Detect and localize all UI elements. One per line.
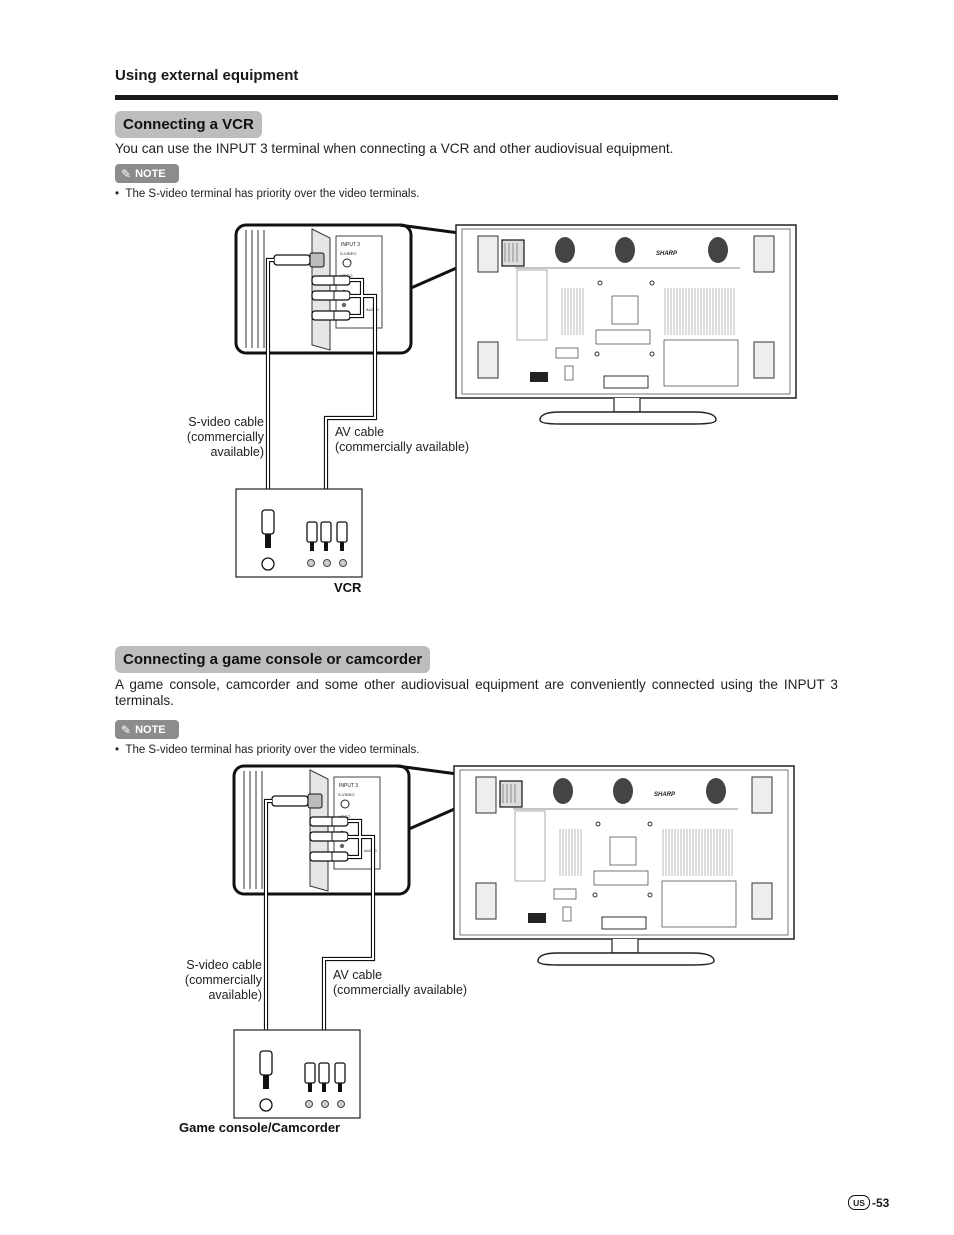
tv-rear-panel: SHARP bbox=[455, 224, 797, 425]
input3-panel-label: INPUT 3 bbox=[341, 242, 360, 248]
section-header: Using external equipment bbox=[115, 67, 299, 84]
svg-text:S-VIDEO: S-VIDEO bbox=[338, 792, 354, 797]
game-intro-text: A game console, camcorder and some other… bbox=[115, 677, 838, 708]
terminal-zoom-callout: INPUT 3 S-VIDEO VIDEO AUDIO bbox=[234, 223, 413, 355]
game-svideo-cable-caption: S-video cable (commercially available) bbox=[184, 958, 262, 1002]
vcr-note-badge: ✎ NOTE bbox=[115, 164, 179, 183]
game-note-bullet: • The S-video terminal has priority over… bbox=[115, 744, 420, 756]
game-av-cable-caption: AV cable (commercially available) bbox=[333, 968, 468, 997]
vcr-section-title: Connecting a VCR bbox=[115, 111, 262, 138]
vcr-av-cable-caption: AV cable (commercially available) bbox=[335, 425, 470, 454]
brand-logo: SHARP bbox=[656, 251, 678, 257]
input3-panel-label: INPUT 3 bbox=[339, 783, 358, 789]
vcr-note-bullet: • The S-video terminal has priority over… bbox=[115, 188, 420, 200]
svg-text:S-VIDEO: S-VIDEO bbox=[340, 251, 356, 256]
vcr-device-label: VCR bbox=[334, 580, 362, 595]
header-rule bbox=[115, 95, 838, 100]
note-label: NOTE bbox=[135, 167, 166, 180]
svg-text:AUDIO: AUDIO bbox=[366, 307, 379, 312]
pencil-icon: ✎ bbox=[121, 722, 132, 737]
region-badge: US bbox=[848, 1195, 870, 1210]
vcr-device bbox=[235, 488, 363, 578]
game-device-label: Game console/Camcorder bbox=[179, 1120, 341, 1135]
note-text: The S-video terminal has priority over t… bbox=[125, 188, 420, 200]
note-text: The S-video terminal has priority over t… bbox=[125, 744, 420, 756]
pencil-icon: ✎ bbox=[121, 166, 132, 181]
brand-logo: SHARP bbox=[654, 792, 676, 798]
game-note-badge: ✎ NOTE bbox=[115, 720, 179, 739]
game-console-device bbox=[233, 1029, 361, 1119]
svg-text:AUDIO: AUDIO bbox=[364, 848, 377, 853]
tv-rear-panel: SHARP bbox=[453, 765, 795, 966]
game-section-title: Connecting a game console or camcorder bbox=[115, 646, 431, 673]
page-number: US -53 bbox=[848, 1195, 889, 1210]
vcr-svideo-cable-caption: S-video cable (commercially available) bbox=[186, 415, 264, 459]
note-label: NOTE bbox=[135, 723, 166, 736]
vcr-intro-text: You can use the INPUT 3 terminal when co… bbox=[115, 141, 674, 156]
terminal-zoom-callout: INPUT 3 S-VIDEO VIDEO AUDIO bbox=[232, 764, 411, 896]
